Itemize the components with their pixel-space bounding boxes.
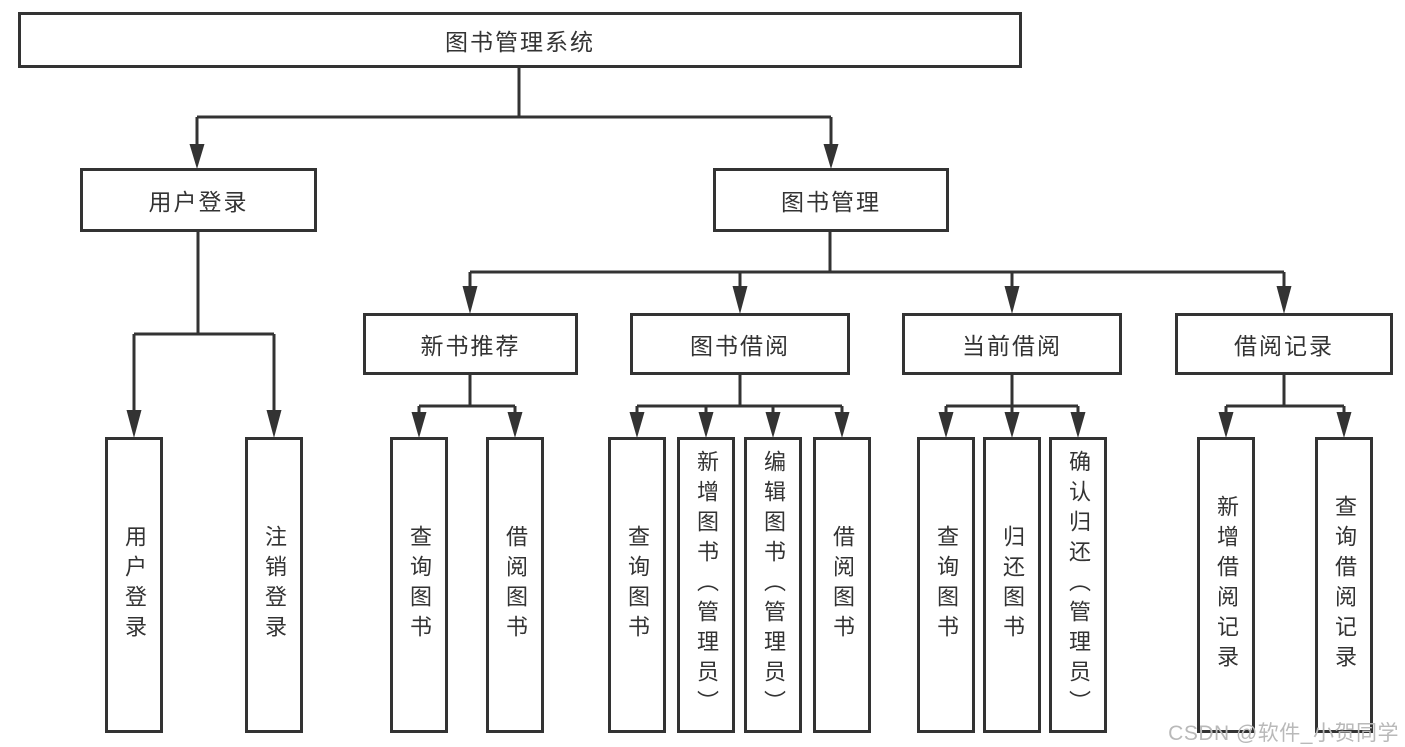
node-book-borrowing: 图书借阅 [630, 313, 850, 375]
leaf-add-books-admin: 新增图书（管理员） [677, 437, 735, 733]
leaf-label: 用户登录 [122, 525, 147, 645]
leaf-query-books-borrowing: 查询图书 [608, 437, 666, 733]
watermark: CSDN @软件_小贺同学 [1168, 722, 1399, 745]
leaf-borrow-books: 借阅图书 [813, 437, 871, 733]
leaf-label: 借阅图书 [830, 525, 855, 645]
leaf-label: 新增借阅记录 [1214, 495, 1239, 675]
leaf-logout: 注销登录 [245, 437, 303, 733]
leaf-confirm-return-admin: 确认归还（管理员） [1049, 437, 1107, 733]
leaf-label: 查询图书 [407, 525, 432, 645]
leaf-edit-books-admin: 编辑图书（管理员） [744, 437, 802, 733]
leaf-borrow-books-recommendation: 借阅图书 [486, 437, 544, 733]
node-user-login-label: 用户登录 [148, 189, 249, 215]
node-user-login: 用户登录 [80, 168, 317, 232]
node-label: 新书推荐 [420, 333, 521, 359]
node-current-borrowing: 当前借阅 [902, 313, 1122, 375]
node-book-management: 图书管理 [713, 168, 949, 232]
leaf-label: 查询借阅记录 [1332, 495, 1357, 675]
node-label: 图书借阅 [690, 333, 790, 359]
node-book-management-label: 图书管理 [781, 189, 881, 215]
node-new-book-recommendation: 新书推荐 [363, 313, 578, 375]
node-borrowing-records: 借阅记录 [1175, 313, 1393, 375]
leaf-label: 注销登录 [262, 525, 287, 645]
leaf-user-login: 用户登录 [105, 437, 163, 733]
leaf-query-borrowing-record: 查询借阅记录 [1315, 437, 1373, 733]
leaf-label: 归还图书 [1000, 525, 1025, 645]
leaf-label: 借阅图书 [503, 525, 528, 645]
node-root-label: 图书管理系统 [445, 29, 595, 55]
node-label: 当前借阅 [962, 333, 1062, 359]
leaf-add-borrowing-record: 新增借阅记录 [1197, 437, 1255, 733]
leaf-label: 新增图书（管理员） [694, 450, 719, 720]
node-label: 借阅记录 [1234, 333, 1334, 359]
node-root: 图书管理系统 [18, 12, 1022, 68]
leaf-return-books: 归还图书 [983, 437, 1041, 733]
leaf-label: 查询图书 [625, 525, 650, 645]
leaf-label: 编辑图书（管理员） [761, 450, 786, 720]
leaf-query-books-recommendation: 查询图书 [390, 437, 448, 733]
leaf-query-books-current: 查询图书 [917, 437, 975, 733]
leaf-label: 确认归还（管理员） [1066, 450, 1091, 720]
leaf-label: 查询图书 [934, 525, 959, 645]
